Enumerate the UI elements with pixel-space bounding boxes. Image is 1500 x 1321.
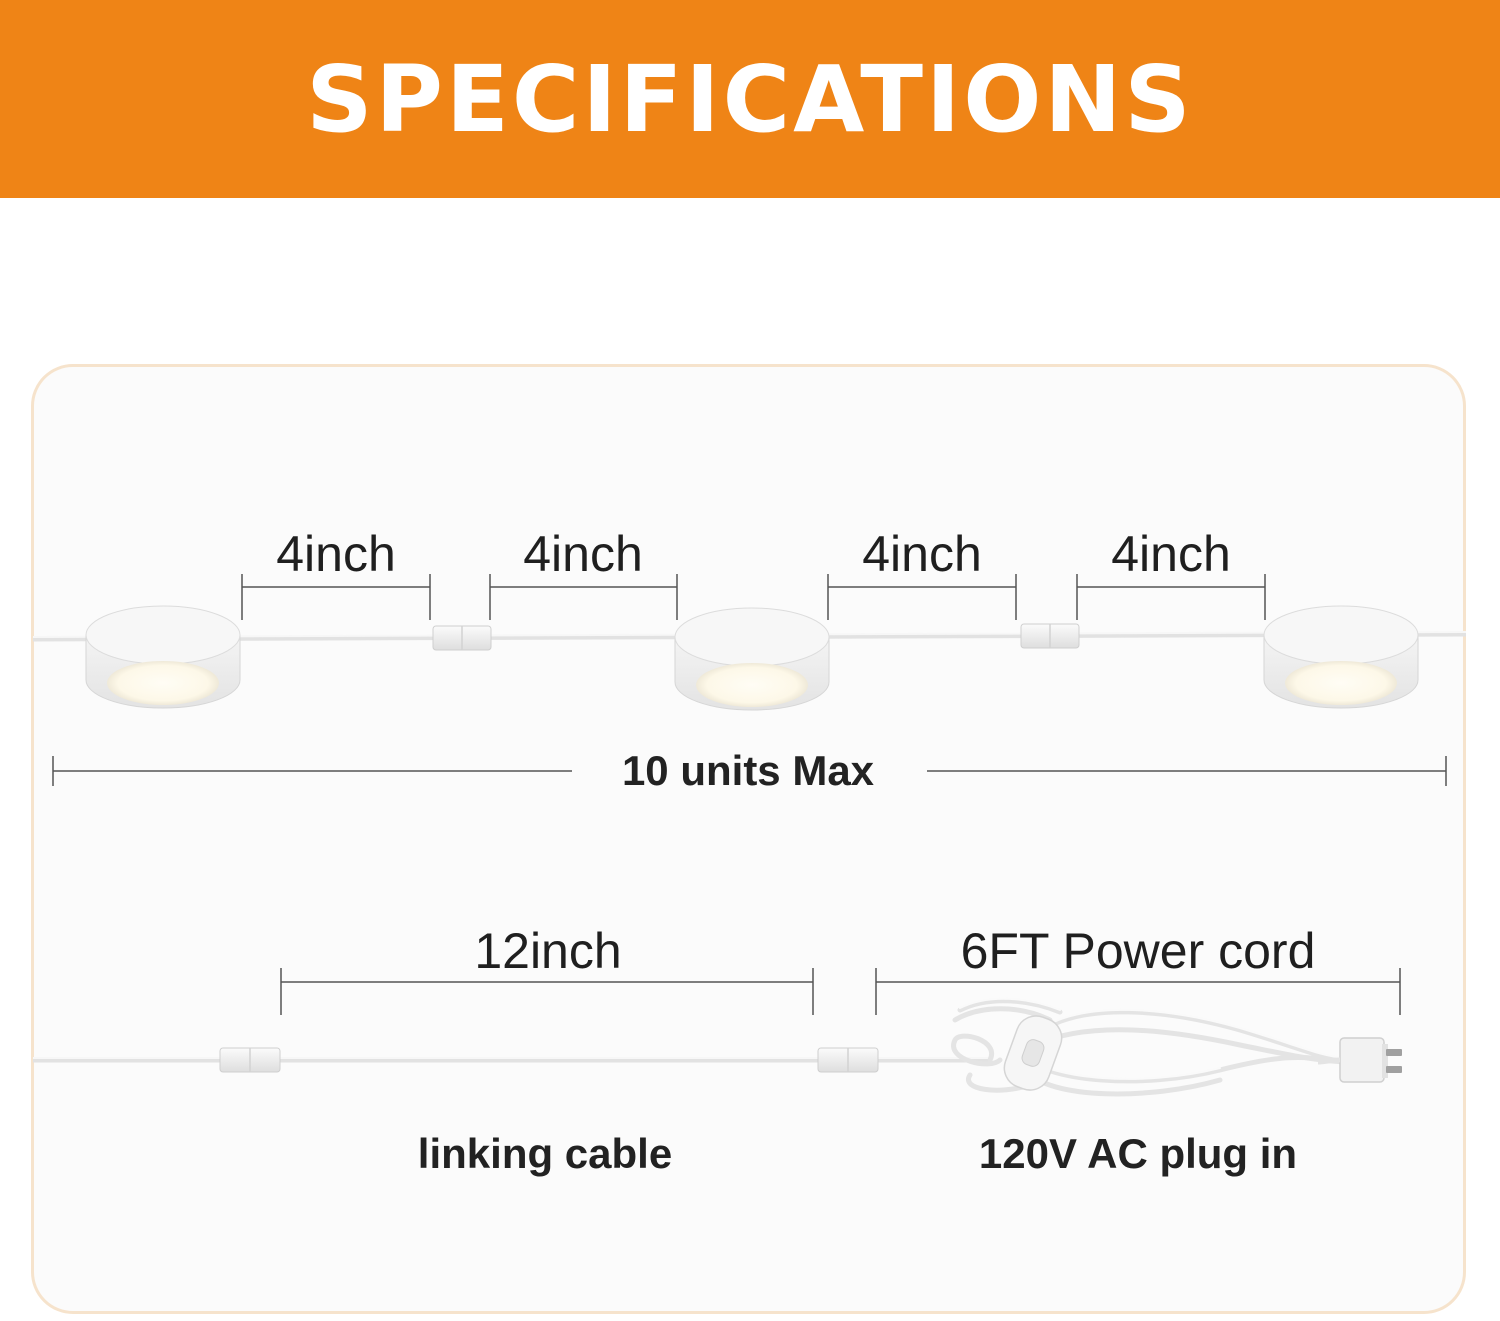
connector-icon bbox=[432, 625, 492, 651]
max-units-label: 10 units Max bbox=[621, 747, 875, 794]
connector-icon bbox=[1020, 623, 1080, 649]
spacing-label: 4inch bbox=[276, 526, 396, 582]
connector-icon bbox=[817, 1047, 879, 1073]
puck-light-icon bbox=[85, 605, 241, 709]
power-switch-icon bbox=[1003, 1015, 1063, 1091]
light-chain bbox=[32, 605, 1467, 711]
diagram-panel bbox=[31, 364, 1466, 1314]
spacing-label: 4inch bbox=[1111, 526, 1231, 582]
spacing-label: 4inch bbox=[862, 526, 982, 582]
puck-light-icon bbox=[1263, 605, 1419, 709]
linking-cable-length-label: 12inch bbox=[474, 923, 622, 979]
max-units-bracket bbox=[52, 756, 1447, 786]
spacing-label: 4inch bbox=[523, 526, 643, 582]
connector-icon bbox=[219, 1047, 281, 1073]
bottom-brackets bbox=[280, 968, 1401, 1015]
power-plug-caption: 120V AC plug in bbox=[978, 1130, 1298, 1177]
linking-cable-caption: linking cable bbox=[417, 1130, 673, 1177]
page-title: SPECIFICATIONS bbox=[306, 45, 1194, 153]
ac-plug-icon bbox=[1317, 1037, 1402, 1083]
linking-cable bbox=[33, 1047, 990, 1073]
specifications-banner: SPECIFICATIONS bbox=[0, 0, 1500, 198]
puck-light-icon bbox=[674, 607, 830, 711]
spacing-brackets bbox=[241, 574, 1266, 620]
power-cord-length-label: 6FT Power cord bbox=[960, 923, 1316, 979]
